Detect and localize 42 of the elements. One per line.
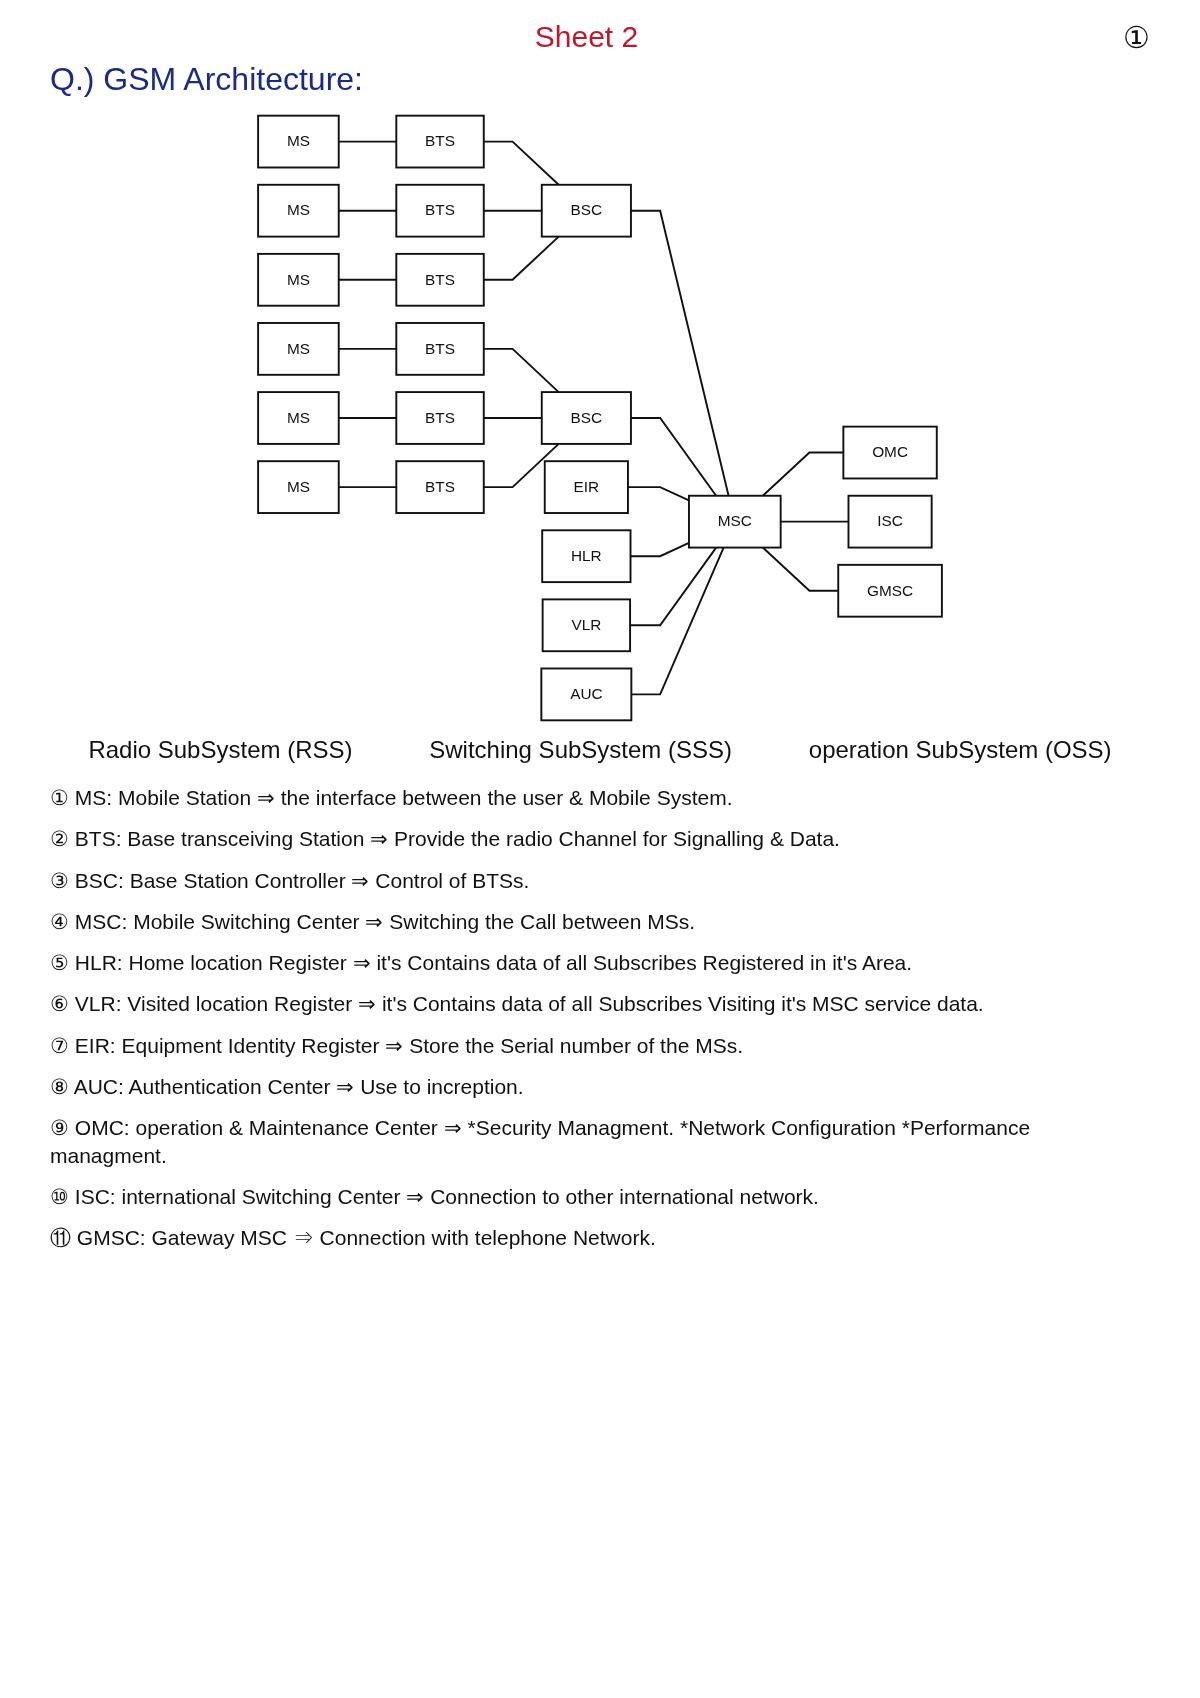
node-box: MS (257, 391, 340, 445)
connector (630, 546, 725, 696)
page-heading: Sheet 2 (534, 20, 639, 54)
subsystem-label: operation SubSystem (OSS) (808, 736, 1112, 764)
node-box: BTS (395, 114, 485, 169)
subsystem-label: Switching SubSystem (SSS) (429, 736, 732, 764)
definition-note: ⑩ ISC: international Switching Center ⇒ Connection to other international network. (50, 1183, 820, 1210)
connector (630, 417, 718, 497)
node-box: VLR (541, 598, 632, 653)
node-box: BTS (395, 183, 485, 238)
node-box: BTS (395, 391, 485, 445)
node-box: BSC (540, 391, 632, 445)
definition-note: ① MS: Mobile Station ⇒ the interface between the user & Mobile System. (50, 785, 734, 811)
definition-note: ⑥ VLR: Visited location Register ⇒ it's Contains data of all Subscribes Visiting it's MSC service data. (50, 991, 985, 1018)
node-box: MSC (688, 494, 782, 549)
definition-note: ⑤ HLR: Home location Register ⇒ it's Contains data of all Subscribes Registered in it's Area. (50, 950, 914, 977)
node-box: BTS (395, 460, 485, 514)
node-box: EIR (543, 460, 629, 514)
node-box: BTS (395, 322, 485, 376)
subsystem-label: Radio SubSystem (RSS) (88, 736, 353, 764)
definition-note: ⑪ GMSC: Gateway MSC ⇒ Connection with telephone Network. (50, 1225, 657, 1252)
definition-note: ⑧ AUC: Authentication Center ⇒ Use to increption. (50, 1074, 525, 1101)
definition-note: ⑦ EIR: Equipment Identity Register ⇒ Store the Serial number of the MSs. (50, 1032, 744, 1059)
node-box: MS (257, 322, 340, 376)
node-box: MS (257, 183, 340, 238)
node-box: MS (257, 252, 340, 307)
node-box: BTS (395, 252, 485, 307)
definition-note: ④ MSC: Mobile Switching Center ⇒ Switching the Call between MSs. (50, 908, 697, 935)
page-number: ① (1123, 20, 1150, 55)
node-box: OMC (842, 425, 938, 480)
definition-note: ⑨ OMC: operation & Maintenance Center ⇒ *Security Managment. *Network Configuration *Performance managment. (50, 1115, 1032, 1169)
node-box: GMSC (837, 563, 943, 618)
node-box: MS (257, 460, 340, 514)
definition-note: ② BTS: Base transceiving Station ⇒ Provide the radio Channel for Signalling & Data. (50, 826, 841, 853)
node-box: HLR (541, 529, 632, 584)
definition-note: ③ BSC: Base Station Controller ⇒ Control of BTSs. (50, 867, 531, 894)
node-box: ISC (847, 494, 933, 549)
node-box: MS (257, 114, 340, 169)
node-box: BSC (540, 183, 632, 238)
node-box: AUC (540, 667, 633, 722)
connector (630, 209, 730, 497)
diagram-title: Q.) GSM Architecture: (50, 61, 364, 98)
